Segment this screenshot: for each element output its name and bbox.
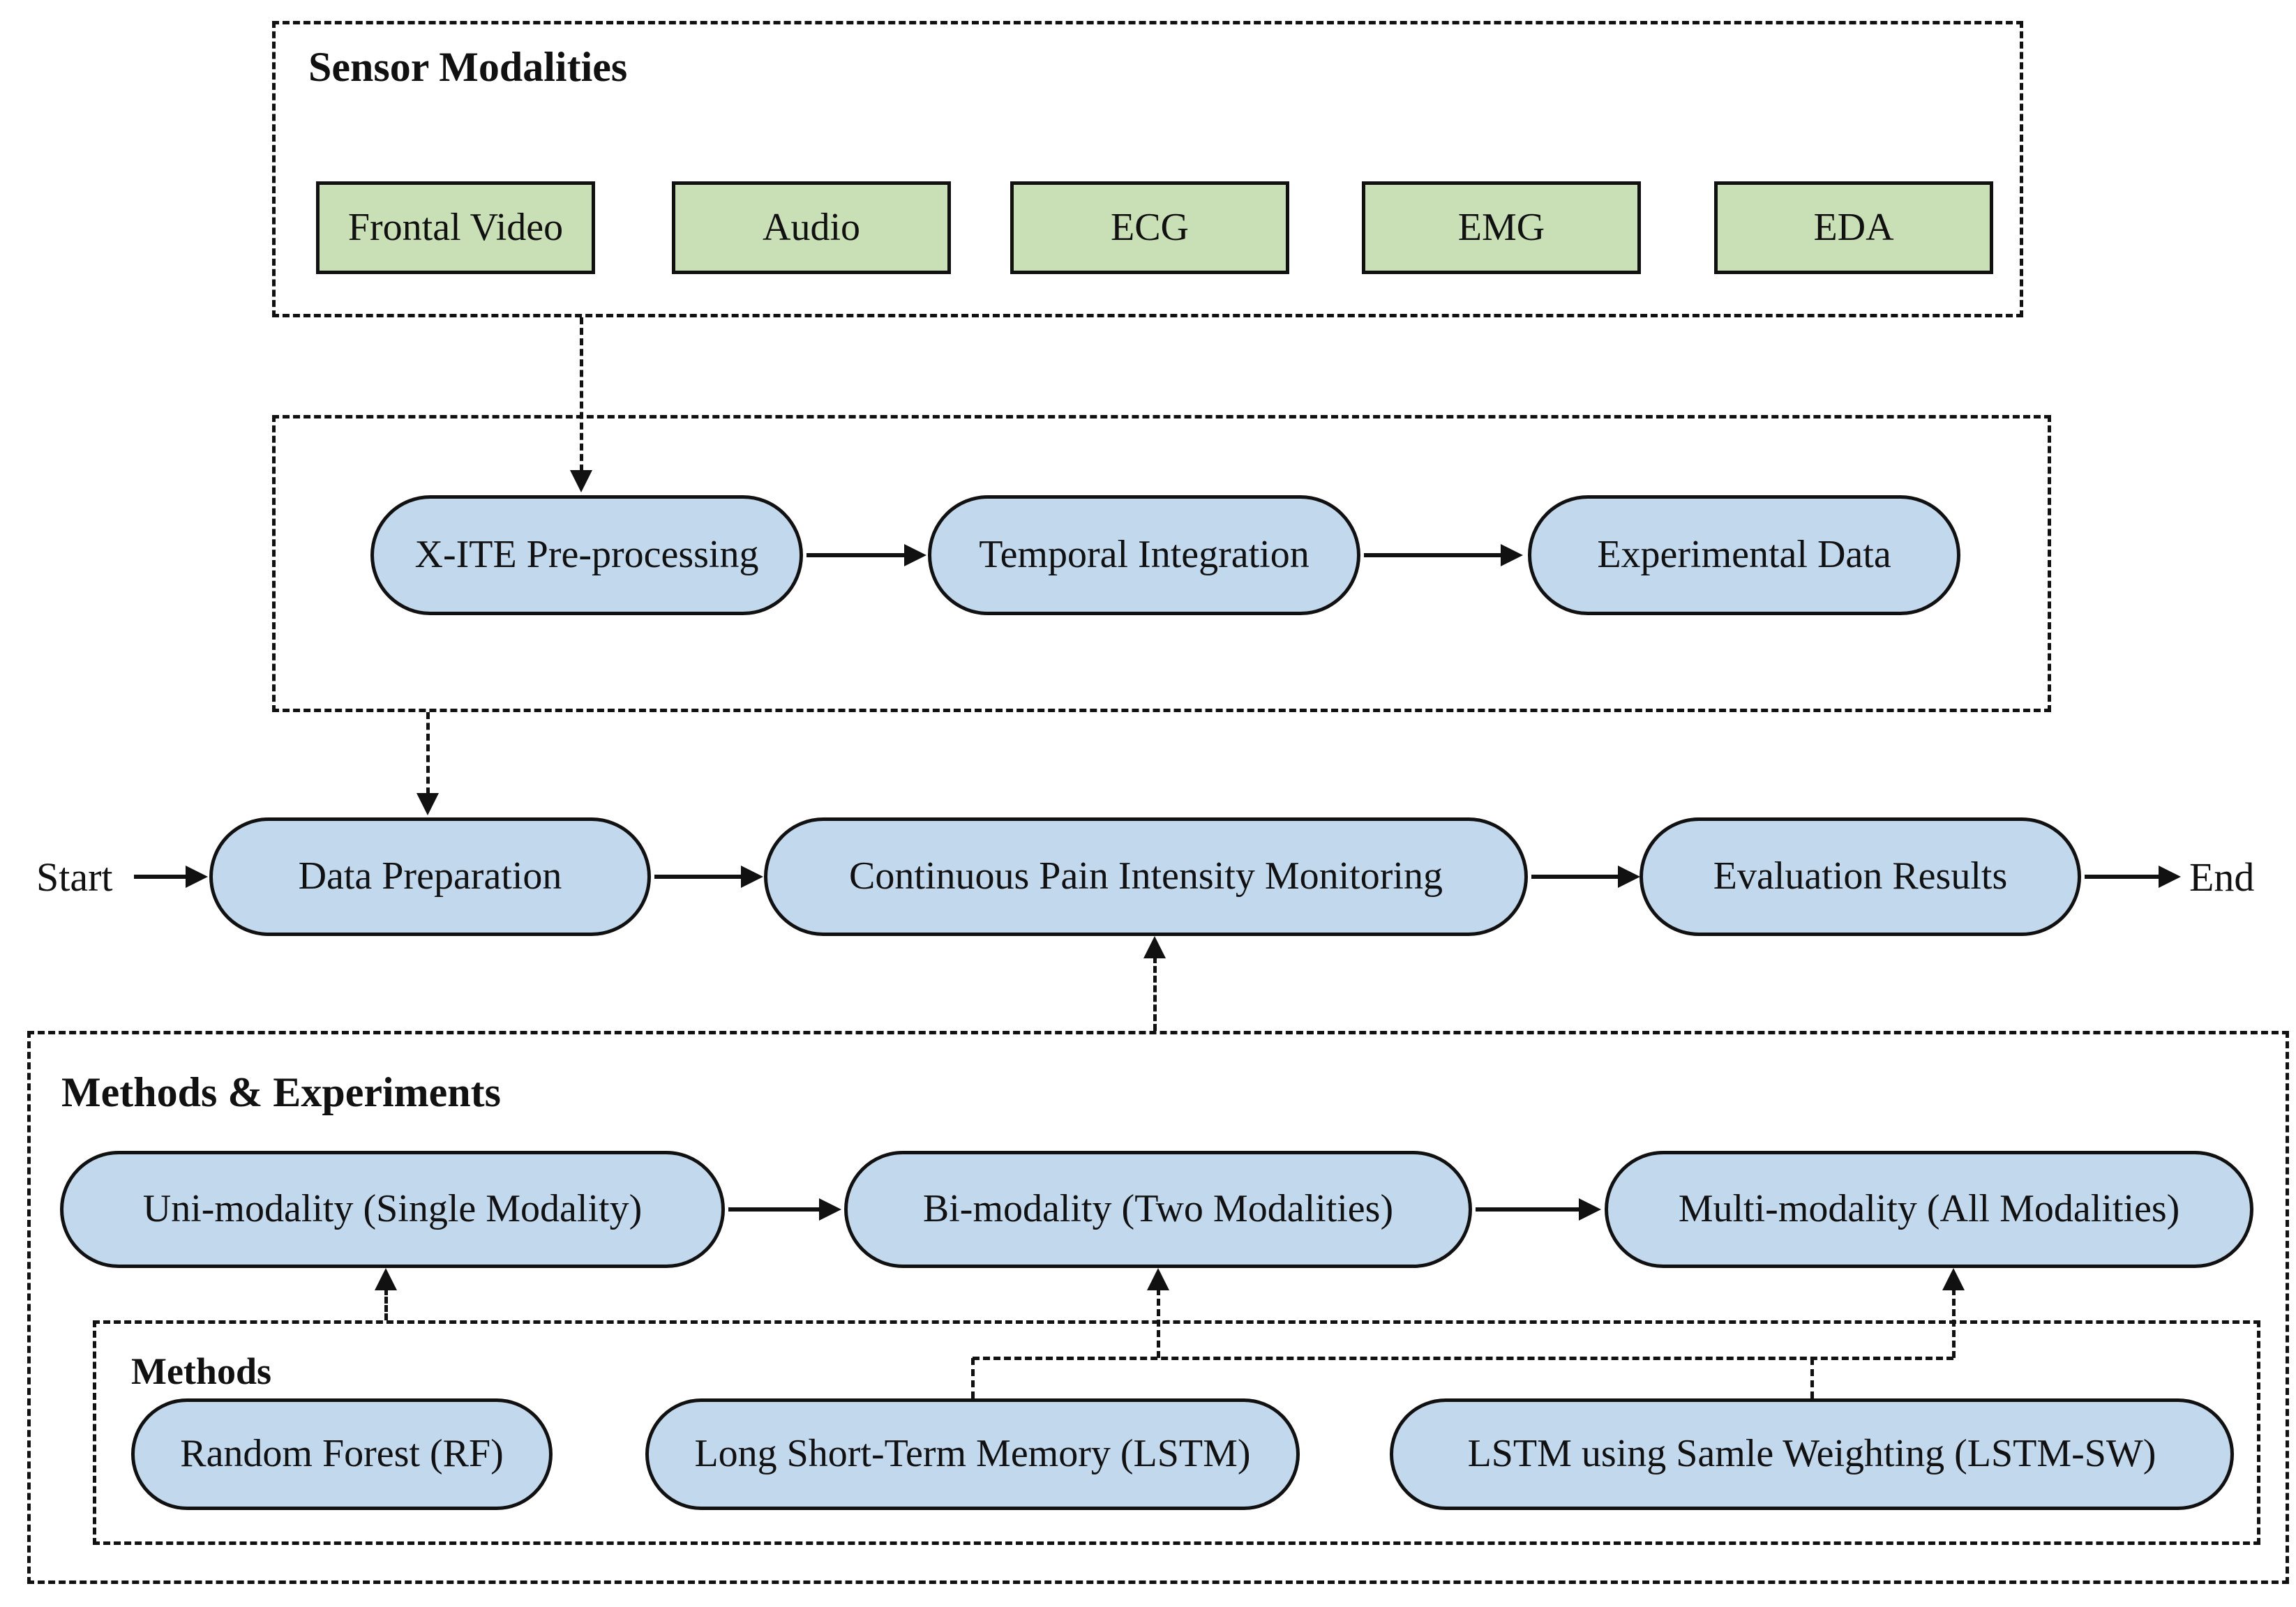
arrow-methods-to-multi-line: [1952, 1288, 1956, 1358]
arrow-experiments-to-monitoring-line: [1153, 956, 1157, 1031]
arrow-uni-to-bi-line: [728, 1207, 820, 1212]
node-label: Multi-modality (All Modalities): [1678, 1187, 2180, 1231]
lstm-connector-stub-line: [971, 1358, 975, 1398]
preprocessing-group-box: [272, 415, 2051, 712]
methods-group-box: [93, 1320, 2260, 1545]
arrow-methods-to-bi-head-icon: [1147, 1268, 1169, 1290]
node-label: Bi-modality (Two Modalities): [922, 1187, 1394, 1231]
arrow-uni-to-bi-head-icon: [819, 1198, 841, 1221]
methods-connector-horizontal-line: [973, 1357, 1953, 1360]
node-label: Evaluation Results: [1713, 854, 2008, 898]
arrow-monitoring-to-evaluation-head-icon: [1618, 866, 1640, 888]
arrow-datapreparation-to-monitoring-line: [654, 875, 742, 879]
node-label: Random Forest (RF): [180, 1432, 504, 1476]
sensor-box-label: Frontal Video: [347, 205, 564, 249]
arrow-datapreparation-to-monitoring-head-icon: [741, 866, 763, 888]
node-continuous-pain-intensity-monitoring: Continuous Pain Intensity Monitoring: [764, 817, 1528, 936]
arrow-methods-to-uni-line: [384, 1288, 388, 1320]
arrow-xite-to-temporal-head-icon: [904, 544, 926, 566]
node-xite-preprocessing: X-ITE Pre-processing: [370, 495, 803, 615]
arrow-monitoring-to-evaluation-line: [1531, 875, 1619, 879]
arrow-experiments-to-monitoring-head-icon: [1143, 936, 1166, 958]
node-label: Long Short-Term Memory (LSTM): [694, 1432, 1251, 1476]
node-label: Temporal Integration: [979, 533, 1310, 577]
sensor-box-label: EMG: [1457, 205, 1545, 249]
sensor-box-label: EDA: [1813, 205, 1894, 249]
arrow-methods-to-bi-line: [1157, 1288, 1160, 1358]
sensor-box-label: Audio: [763, 205, 860, 249]
arrow-methods-to-multi-head-icon: [1942, 1268, 1965, 1290]
arrow-temporal-to-experimental-head-icon: [1501, 544, 1523, 566]
node-label: Continuous Pain Intensity Monitoring: [849, 854, 1443, 898]
node-label: Uni-modality (Single Modality): [142, 1187, 643, 1231]
sensor-box-label: ECG: [1111, 205, 1189, 249]
arrow-evaluation-to-end-line: [2085, 875, 2160, 879]
arrow-start-to-datapreparation-line: [134, 875, 187, 879]
methods-experiments-title: Methods & Experiments: [61, 1069, 501, 1115]
node-evaluation-results: Evaluation Results: [1640, 817, 2081, 936]
arrow-evaluation-to-end-head-icon: [2159, 866, 2181, 888]
arrow-methods-to-uni-head-icon: [375, 1268, 397, 1290]
node-experimental-data: Experimental Data: [1528, 495, 1960, 615]
arrow-preprocessing-to-datapreparation-line: [426, 712, 430, 794]
arrow-preprocessing-to-datapreparation-head-icon: [417, 793, 439, 815]
sensor-modalities-group-box: [272, 21, 2023, 317]
methods-title: Methods: [131, 1350, 271, 1392]
arrow-sensors-to-preprocessing-line: [580, 317, 583, 471]
node-lstm-sw: LSTM using Samle Weighting (LSTM-SW): [1390, 1398, 2234, 1510]
node-random-forest: Random Forest (RF): [131, 1398, 553, 1510]
sensor-modalities-title: Sensor Modalities: [308, 44, 628, 90]
sensor-box-audio: Audio: [672, 181, 951, 274]
arrow-start-to-datapreparation-head-icon: [186, 866, 208, 888]
node-temporal-integration: Temporal Integration: [928, 495, 1360, 615]
arrow-temporal-to-experimental-line: [1364, 553, 1503, 557]
sensor-box-eda: EDA: [1714, 181, 1993, 274]
end-label: End: [2189, 854, 2255, 900]
start-label: Start: [36, 854, 113, 900]
arrow-bi-to-multi-line: [1476, 1207, 1580, 1212]
arrow-xite-to-temporal-line: [806, 553, 907, 557]
node-multi-modality: Multi-modality (All Modalities): [1605, 1151, 2253, 1268]
node-label: Data Preparation: [298, 854, 562, 898]
sensor-box-frontal-video: Frontal Video: [316, 181, 595, 274]
node-label: LSTM using Samle Weighting (LSTM-SW): [1467, 1432, 2156, 1476]
arrow-sensors-to-preprocessing-head-icon: [570, 470, 592, 492]
node-label: Experimental Data: [1597, 533, 1891, 577]
sensor-box-ecg: ECG: [1010, 181, 1289, 274]
node-bi-modality: Bi-modality (Two Modalities): [844, 1151, 1472, 1268]
lstm-sw-connector-stub-line: [1810, 1358, 1814, 1398]
methods-experiments-group-box: [27, 1031, 2289, 1584]
node-data-preparation: Data Preparation: [209, 817, 651, 936]
sensor-box-emg: EMG: [1362, 181, 1641, 274]
arrow-bi-to-multi-head-icon: [1579, 1198, 1601, 1221]
node-label: X-ITE Pre-processing: [414, 533, 759, 577]
node-uni-modality: Uni-modality (Single Modality): [60, 1151, 725, 1268]
node-lstm: Long Short-Term Memory (LSTM): [645, 1398, 1300, 1510]
